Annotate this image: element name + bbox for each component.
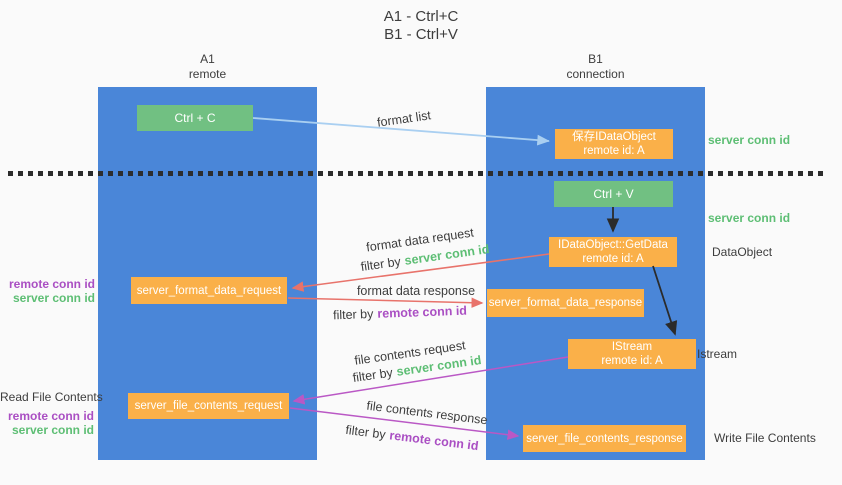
lane-a1-name: A1 <box>200 52 215 66</box>
arrow-format-data-response <box>287 297 484 308</box>
label-format-list: format list <box>376 108 432 130</box>
lane-a1-subtitle: remote <box>188 67 227 81</box>
label-dataobject: DataObject <box>712 245 773 259</box>
node-file-response-label: server_file_contents_response <box>526 432 683 445</box>
filter-by-text: filter by <box>359 254 402 274</box>
node-ctrl-c: Ctrl + C <box>137 105 253 131</box>
label-server-conn-id-bottom-left: server conn id <box>11 423 94 437</box>
lane-a1-header: A1 remote <box>98 52 317 82</box>
lane-b1-subtitle: connection <box>566 67 625 81</box>
node-server-format-data-request: server_format_data_request <box>131 277 287 304</box>
remote-conn-id-text: remote conn id <box>377 303 468 321</box>
node-getdata-line1: IDataObject::GetData <box>558 239 668 251</box>
diagram-title: A1 - Ctrl+C B1 - Ctrl+V <box>0 8 842 44</box>
label-file-contents-response: file contents response <box>365 398 489 428</box>
left-conn-id-group-mid: remote conn id server conn id <box>0 277 95 305</box>
node-istream-line2: remote id: A <box>601 355 663 367</box>
node-getdata-line2: remote id: A <box>582 253 644 265</box>
node-istream-line1: IStream <box>611 341 653 353</box>
filter-by-text: filter by <box>351 365 394 385</box>
label-server-conn-id-mid-right: server conn id <box>708 211 791 225</box>
node-server-file-contents-request: server_file_contents_request <box>128 393 289 419</box>
node-server-file-contents-response: server_file_contents_response <box>523 425 686 452</box>
label-server-conn-id-top-right: server conn id <box>708 133 791 147</box>
node-save-idataobject-line1: 保存IDataObject <box>572 131 656 143</box>
title-line-2: B1 - Ctrl+V <box>384 26 458 43</box>
label-write-file-contents: Write File Contents <box>714 431 816 445</box>
node-save-idataobject-line2: remote id: A <box>583 145 645 157</box>
node-ctrl-v: Ctrl + V <box>554 181 673 207</box>
left-conn-id-group-bottom: remote conn id server conn id <box>0 409 94 437</box>
title-line-1: A1 - Ctrl+C <box>383 8 459 25</box>
filter-by-text: filter by <box>332 306 374 323</box>
lane-b1-name: B1 <box>588 52 603 66</box>
label-istream-side: Istream <box>697 347 738 361</box>
lane-b1-header: B1 connection <box>486 52 705 82</box>
node-ctrl-v-label: Ctrl + V <box>593 187 634 201</box>
remote-conn-id-text: remote conn id <box>388 428 480 454</box>
node-format-response-label: server_format_data_response <box>488 297 643 309</box>
node-istream: IStream remote id: A <box>568 339 696 369</box>
node-file-request-label: server_file_contents_request <box>134 400 283 412</box>
node-idataobject-getdata: IDataObject::GetData remote id: A <box>549 237 677 267</box>
label-format-data-response: format data response <box>356 284 476 298</box>
dotted-separator <box>8 171 826 176</box>
node-save-idataobject: 保存IDataObject remote id: A <box>555 129 673 159</box>
label-remote-conn-id-mid-left: remote conn id <box>8 277 95 291</box>
node-ctrl-c-label: Ctrl + C <box>174 111 216 125</box>
node-server-format-data-response: server_format_data_response <box>487 289 644 317</box>
label-remote-conn-id-bottom-left: remote conn id <box>7 409 94 423</box>
filter-by-text: filter by <box>344 422 387 442</box>
label-server-conn-id-mid-left: server conn id <box>12 291 95 305</box>
label-read-file-contents: Read File Contents <box>0 390 103 404</box>
node-format-request-label: server_format_data_request <box>136 284 282 297</box>
